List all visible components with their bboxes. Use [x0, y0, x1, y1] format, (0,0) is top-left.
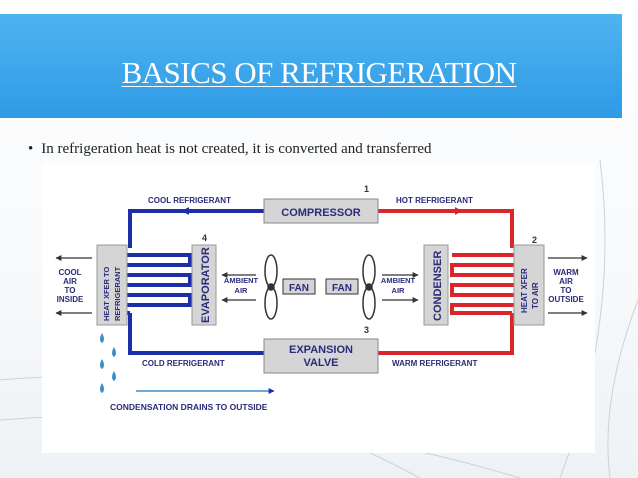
- hot-refrigerant-label: HOT REFRIGERANT: [396, 196, 473, 205]
- condenser-panel: [423, 244, 449, 326]
- fan-right-label: FAN: [332, 283, 352, 294]
- heat-xfer-right-label-1: HEAT XFER: [520, 268, 529, 313]
- compressor-label: COMPRESSOR: [281, 207, 361, 219]
- heat-xfer-left-label-2: REFRIGERANT: [113, 266, 122, 321]
- step-number-4: 4: [202, 233, 207, 243]
- fan-left-label: FAN: [289, 283, 309, 294]
- heat-xfer-right-panel: [513, 244, 545, 326]
- fan-right-box: [325, 278, 359, 295]
- step-number-1: 1: [364, 184, 369, 194]
- heat-xfer-right-label-2: TO AIR: [531, 282, 540, 309]
- cool-air-label-2: AIR: [63, 277, 77, 286]
- ambient-air-right-label-1: AMBIENT: [381, 276, 416, 285]
- bullet-label: In refrigeration heat is not created, it…: [41, 141, 432, 157]
- cool-air-label-4: INSIDE: [57, 295, 84, 304]
- heat-xfer-left-label-1: HEAT XFER TO: [102, 267, 111, 321]
- heat-xfer-left-panel: [96, 244, 128, 326]
- slide-title: BASICS OF REFRIGERATION: [121, 55, 517, 90]
- ambient-air-left-label-2: AIR: [235, 286, 249, 295]
- warm-air-label-3: TO: [561, 286, 572, 295]
- condensation-label: CONDENSATION DRAINS TO OUTSIDE: [110, 402, 268, 412]
- warm-air-label-2: AIR: [559, 277, 573, 286]
- fan-right-icon: [362, 254, 376, 320]
- title-banner: [0, 14, 622, 118]
- cold-refrigerant-label: COLD REFRIGERANT: [142, 359, 225, 368]
- ambient-air-right-label-2: AIR: [392, 286, 406, 295]
- fan-left-icon: [264, 254, 278, 320]
- warm-refrigerant-label: WARM REFRIGERANT: [392, 359, 477, 368]
- step-number-3: 3: [364, 325, 369, 335]
- evaporator-panel: [191, 244, 217, 326]
- compressor-box: [263, 198, 379, 224]
- warm-air-label-4: OUTSIDE: [548, 295, 584, 304]
- evaporator-label: EVAPORATOR: [200, 247, 212, 323]
- refrigeration-diagram: HEAT XFER TO REFRIGERANT EVAPORATOR COND…: [42, 163, 595, 453]
- cool-air-label-3: TO: [65, 286, 76, 295]
- bullet-text: • In refrigeration heat is not created, i…: [28, 141, 432, 158]
- warm-air-label-1: WARM: [553, 268, 579, 277]
- water-drops-icon: [100, 333, 116, 393]
- cool-refrigerant-label: COOL REFRIGERANT: [148, 196, 231, 205]
- fan-left-box: [282, 278, 316, 295]
- cool-air-label-1: COOL: [58, 268, 81, 277]
- step-number-2: 2: [532, 235, 537, 245]
- expansion-valve-label-1: EXPANSION: [289, 344, 353, 356]
- expansion-valve-box: [263, 338, 379, 374]
- ambient-air-left-label-1: AMBIENT: [224, 276, 259, 285]
- bullet-dot-icon: •: [28, 141, 34, 157]
- expansion-valve-label-2: VALVE: [303, 357, 338, 369]
- condenser-label: CONDENSER: [432, 251, 444, 321]
